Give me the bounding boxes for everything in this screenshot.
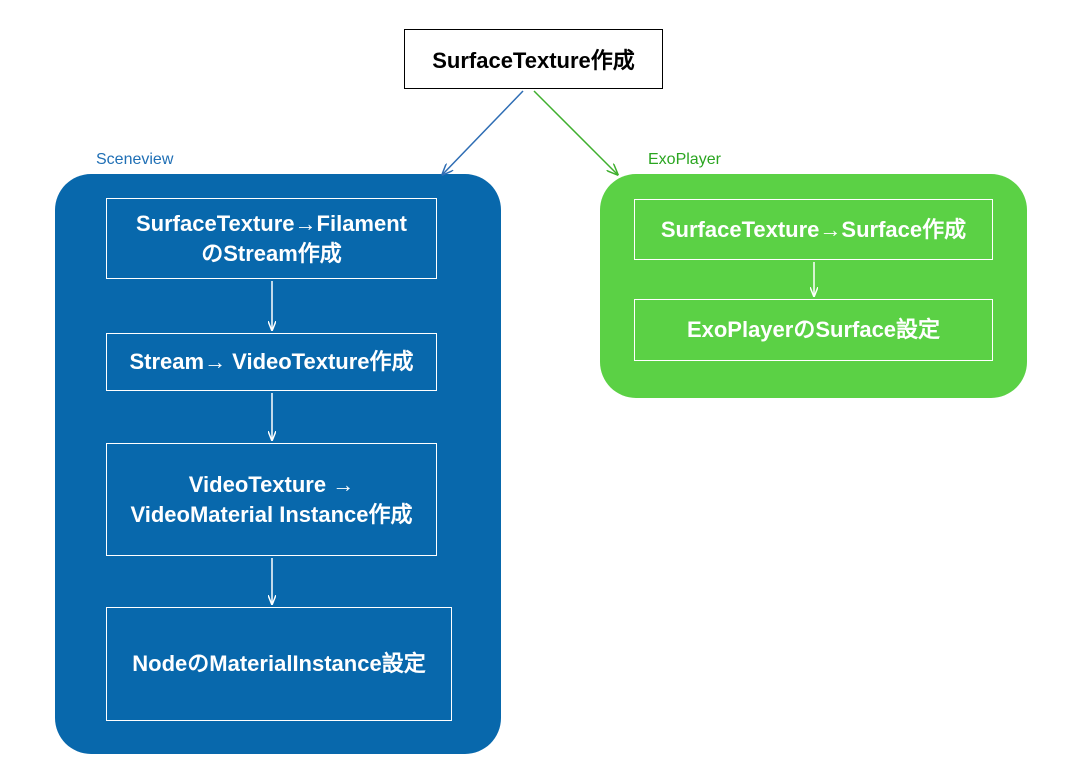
surface-texture-node: SurfaceTexture作成 [404, 29, 663, 89]
exoplayer-step-surface: SurfaceTexture→Surface作成 [634, 199, 993, 260]
sceneview-group-label: Sceneview [96, 151, 174, 168]
exoplayer-step-surface-setting: ExoPlayerのSurface設定 [634, 299, 993, 361]
sceneview-group [55, 174, 501, 754]
sceneview-step-filament-stream: SurfaceTexture→Filament のStream作成 [106, 198, 437, 279]
sceneview-step-video-material-instance: VideoTexture → VideoMaterial Instance作成 [106, 443, 437, 556]
arrow-top-to-exoplayer [533, 90, 617, 174]
sceneview-step-video-texture: Stream→ VideoTexture作成 [106, 333, 437, 391]
sceneview-step-node-material-instance: NodeのMaterialInstance設定 [106, 607, 452, 721]
exoplayer-group-label: ExoPlayer [648, 151, 721, 168]
arrow-top-to-sceneview [443, 90, 524, 174]
